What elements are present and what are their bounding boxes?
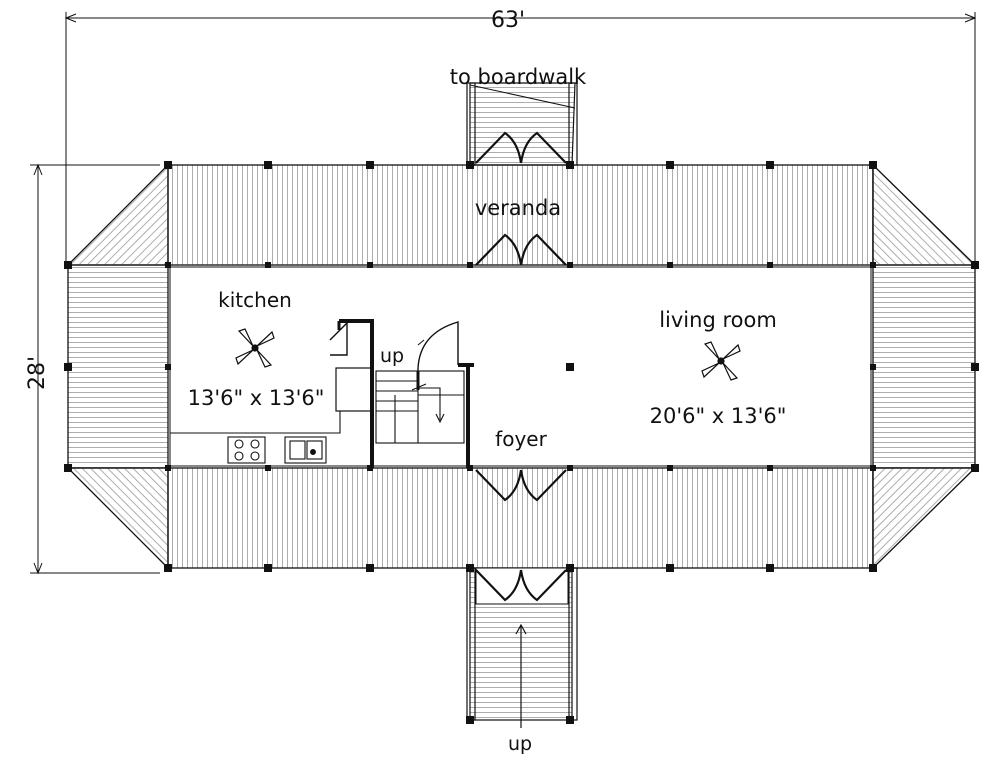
post xyxy=(567,465,573,471)
post xyxy=(466,716,474,724)
deck-posts xyxy=(64,161,979,724)
post xyxy=(264,161,272,169)
post xyxy=(366,564,374,572)
post xyxy=(971,363,979,371)
post xyxy=(64,261,72,269)
entry-up-label: up xyxy=(508,733,532,755)
post xyxy=(265,465,271,471)
veranda-label: veranda xyxy=(475,196,561,220)
post xyxy=(971,464,979,472)
post xyxy=(869,161,877,169)
post xyxy=(164,161,172,169)
post xyxy=(870,465,876,471)
kitchen-size-label: 13'6" x 13'6" xyxy=(188,386,325,410)
living-ceiling-fan-icon xyxy=(701,341,741,381)
post xyxy=(869,564,877,572)
post xyxy=(367,465,373,471)
post xyxy=(566,363,574,371)
post xyxy=(264,564,272,572)
stair-door xyxy=(416,321,459,390)
post xyxy=(265,262,271,268)
post xyxy=(766,564,774,572)
post xyxy=(64,464,72,472)
veranda-doors xyxy=(475,131,567,602)
living-room-size-label: 20'6" x 13'6" xyxy=(650,404,787,428)
post xyxy=(971,261,979,269)
post xyxy=(366,161,374,169)
post xyxy=(870,364,876,370)
post xyxy=(466,161,474,169)
width-dimension xyxy=(64,12,977,262)
post xyxy=(767,262,773,268)
entry-steps xyxy=(466,567,578,728)
post xyxy=(667,262,673,268)
post xyxy=(666,161,674,169)
depth-dimension xyxy=(30,163,160,575)
range xyxy=(227,436,266,464)
stair-up-label: up xyxy=(380,345,404,367)
post xyxy=(367,262,373,268)
post xyxy=(165,262,171,268)
kitchen-label: kitchen xyxy=(218,288,292,312)
post xyxy=(666,564,674,572)
kitchen-ceiling-fan-icon xyxy=(235,328,275,368)
boardwalk-landing xyxy=(466,82,578,166)
width-dimension-label: 63' xyxy=(491,8,525,33)
boardwalk-label: to boardwalk xyxy=(450,65,587,89)
post xyxy=(566,716,574,724)
post xyxy=(165,364,171,370)
foyer-label: foyer xyxy=(495,427,547,451)
post xyxy=(667,465,673,471)
post xyxy=(870,262,876,268)
post xyxy=(767,465,773,471)
post xyxy=(766,161,774,169)
post xyxy=(467,465,473,471)
depth-dimension-label: 28' xyxy=(25,356,50,390)
living-room-label: living room xyxy=(659,308,777,332)
post xyxy=(165,465,171,471)
post xyxy=(566,564,574,572)
post xyxy=(567,262,573,268)
post xyxy=(566,161,574,169)
post xyxy=(64,363,72,371)
veranda-deck xyxy=(66,163,977,570)
post xyxy=(466,564,474,572)
interior-walls xyxy=(329,319,474,468)
post xyxy=(467,262,473,268)
sink xyxy=(284,436,327,464)
post xyxy=(164,564,172,572)
